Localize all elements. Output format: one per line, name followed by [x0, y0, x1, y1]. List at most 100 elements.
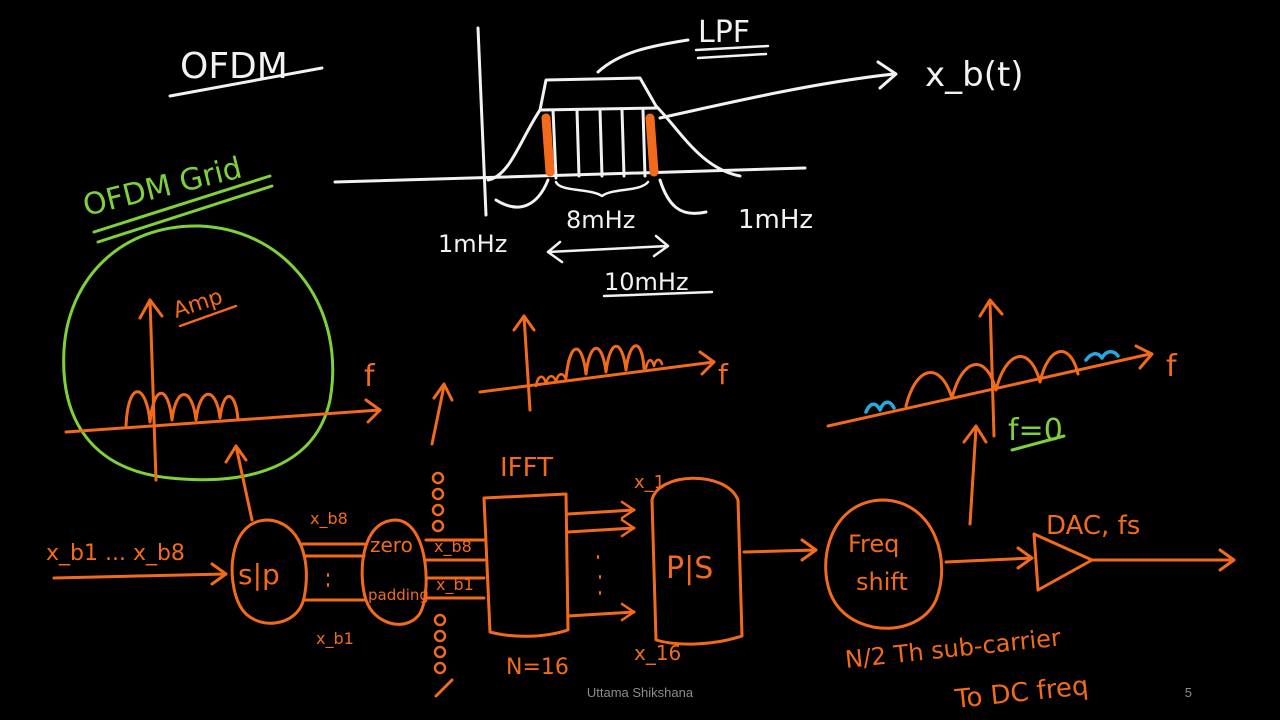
ofdm-grid-sketch: OFDM Grid Amp f	[62, 151, 382, 522]
grid-title-underline-1	[92, 174, 272, 234]
right-guard-label: 1mHz	[738, 205, 813, 235]
grid-x-arrowhead	[364, 398, 382, 424]
sp-xb8-label: x_b8	[310, 509, 348, 529]
freq-shift-block	[824, 498, 944, 630]
dac-triangle	[1032, 532, 1094, 592]
ps-block	[650, 476, 744, 646]
shifted-x-arrowhead	[1134, 344, 1154, 370]
padded-f-label: f	[718, 358, 729, 391]
shifted-y-arrowhead	[978, 298, 1004, 318]
grid-x-axis	[64, 408, 382, 434]
padded-x-axis	[478, 360, 716, 394]
lpf-right-skirt	[654, 104, 742, 178]
lpf-spectrum-sketch: OFDM LPF x_b(t) 1mHz 1mHz 8m	[168, 15, 1024, 298]
band-bar-2	[575, 108, 581, 178]
freq-shift-top-label: Freq	[848, 530, 899, 558]
lpf-label: LPF	[698, 15, 750, 50]
padded-data-carriers	[564, 344, 646, 380]
shift-to-dac-arrowhead	[1016, 546, 1034, 570]
output-arrowhead	[876, 60, 898, 90]
padded-y-arrowhead	[512, 314, 536, 332]
bottom-zero-arrow	[434, 678, 454, 698]
lpf-left-skirt	[486, 108, 542, 182]
padded-zero-carriers-left	[534, 373, 568, 388]
total-band-arrow-right	[652, 234, 670, 258]
total-band-arrow	[546, 244, 670, 254]
ofdm-grid-title: OFDM Grid	[79, 151, 245, 224]
lpf-filter-shape	[538, 76, 658, 112]
inner-band-label: 8mHz	[566, 206, 635, 234]
freq-shift-bottom-label: shift	[856, 568, 908, 596]
shift-to-spectrum-arrowhead	[962, 424, 988, 444]
grid-f-label: f	[364, 359, 376, 394]
grid-subcarriers	[124, 390, 240, 428]
sp-xb1-label: x_b1	[316, 629, 354, 649]
ofdm-title-underline	[168, 66, 324, 98]
subcarrier-note-line-1: N/2 Th sub-carrier	[844, 623, 1062, 673]
padded-zero-carriers-right	[644, 358, 664, 370]
ifft-out-dots	[597, 555, 601, 595]
grid-y-arrowhead	[138, 298, 164, 320]
padded-y-axis	[522, 314, 532, 412]
ifft-block	[482, 492, 570, 638]
inner-band-brace	[554, 180, 650, 198]
band-bar-1	[551, 108, 558, 180]
lpf-label-underline-2	[696, 52, 768, 60]
grid-to-sp-arrowhead	[224, 444, 248, 464]
ifft-out-2	[566, 526, 636, 534]
zero-padding-bottom-label: padding	[368, 586, 429, 604]
sp-label: s|p	[238, 558, 280, 591]
output-signal-label: x_b(t)	[925, 55, 1024, 95]
grid-circle	[62, 224, 335, 482]
grid-to-sp-arrow	[234, 444, 254, 522]
shift-to-dac-arrow	[944, 556, 1034, 564]
top-x-axis	[333, 166, 807, 184]
lpf-left-dip	[494, 178, 550, 209]
band-bar-4	[620, 108, 626, 178]
zero-padding-top-label: zero	[370, 533, 413, 557]
ofdm-transmitter-block-diagram: x_b1 ... x_b8 s|p x_b8 x_b1 zero padding…	[46, 453, 1236, 715]
input-arrow	[52, 572, 228, 580]
ps-out-arrow	[742, 548, 818, 554]
slide-page-number: 5	[1184, 685, 1192, 700]
total-band-label: 10mHz	[604, 268, 689, 296]
intermediate-spectra: f f f=0	[430, 298, 1178, 526]
band-bar-3	[598, 108, 604, 178]
grid-y-axis	[148, 298, 158, 482]
padded-x-arrowhead	[698, 350, 716, 376]
left-guard-hatch	[541, 113, 555, 177]
band-bar-5	[641, 108, 647, 178]
shifted-subcarriers	[904, 350, 1080, 408]
right-guard-hatch	[645, 113, 659, 177]
ifft-out-1	[566, 508, 636, 516]
ps-label: P|S	[666, 551, 713, 586]
ifft-n-label: N=16	[506, 655, 569, 680]
ifft-x16-label: x_16	[634, 641, 681, 665]
total-band-underline	[602, 290, 714, 298]
lpf-label-underline-1	[694, 44, 770, 52]
ofdm-title: OFDM	[180, 46, 288, 87]
shifted-y-axis	[988, 300, 996, 438]
amp-underline	[178, 304, 238, 328]
output-arrow	[658, 72, 896, 120]
zero-markers-top	[431, 471, 445, 533]
top-y-axis	[476, 26, 488, 217]
zero-freq-underline	[1010, 434, 1066, 452]
shifted-left-guard	[864, 400, 896, 414]
ifft-to-padded-arrowhead	[432, 382, 454, 402]
total-band-arrow-left	[546, 240, 564, 264]
ifft-label: IFFT	[500, 453, 553, 483]
left-guard-label: 1mHz	[438, 230, 507, 258]
grid-title-underline-2	[96, 184, 274, 244]
shifted-f-label: f	[1166, 349, 1178, 384]
zero-padding-block	[360, 518, 428, 626]
shifted-x-axis	[826, 352, 1152, 428]
input-arrowhead	[210, 562, 228, 586]
zp-xb1-label: x_b1	[436, 575, 474, 595]
ps-out-arrowhead	[800, 538, 818, 562]
amp-label: Amp	[170, 284, 226, 323]
lpf-right-dip	[658, 178, 708, 215]
zp-xb8-label: x_b8	[434, 537, 472, 557]
lpf-pointer	[596, 38, 690, 74]
